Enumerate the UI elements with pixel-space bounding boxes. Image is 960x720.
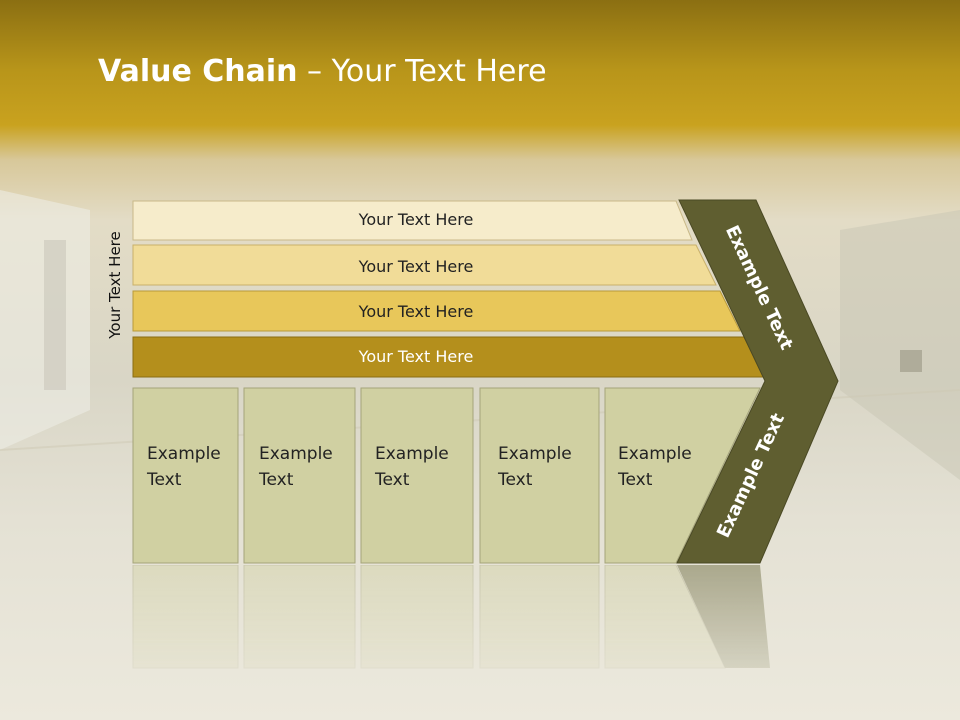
- box-3-line1: Example: [375, 444, 449, 464]
- row-1-label: Your Text Here: [358, 210, 474, 229]
- title-bold: Value Chain: [98, 54, 298, 89]
- box-1-line1: Example: [147, 444, 221, 464]
- row-2-label: Your Text Here: [358, 257, 474, 276]
- box-2-line2: Text: [258, 470, 294, 490]
- row-4-label: Your Text Here: [358, 347, 474, 366]
- box-2: [243, 387, 356, 564]
- reflection: [132, 564, 770, 669]
- row-1-band: [132, 200, 693, 241]
- box-3-line2: Text: [374, 470, 410, 490]
- box-5: [604, 387, 761, 564]
- slide-title: Value Chain – Your Text Here: [98, 54, 547, 89]
- box-5-line2: Text: [617, 470, 653, 490]
- row-3-band: [132, 290, 741, 332]
- chevron-arrow: [676, 199, 839, 564]
- box-1: [132, 387, 239, 564]
- box-2-line1: Example: [259, 444, 333, 464]
- box-1-line2: Text: [146, 470, 182, 490]
- box-4-line1: Example: [498, 444, 572, 464]
- row-2-band: [132, 244, 717, 286]
- box-3: [360, 387, 474, 564]
- box-4-line2: Text: [497, 470, 533, 490]
- box-4: [479, 387, 600, 564]
- title-rest: – Your Text Here: [297, 54, 547, 89]
- box-5-line1: Example: [618, 444, 692, 464]
- row-3-label: Your Text Here: [358, 302, 474, 321]
